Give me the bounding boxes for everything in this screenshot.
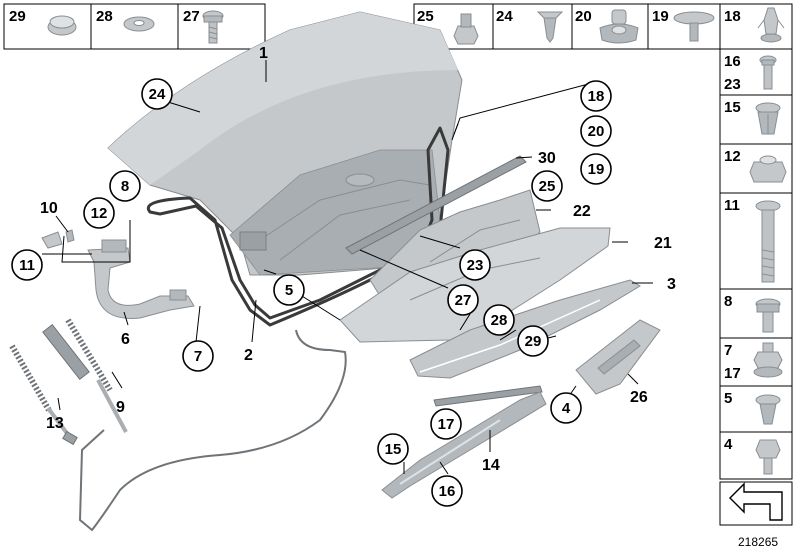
- callout-24: 24: [149, 86, 166, 103]
- callout-4: 4: [562, 400, 571, 417]
- gas-strut-right: [42, 318, 128, 433]
- callout-1: 1: [259, 45, 268, 62]
- diagram-id-text: 218265: [738, 535, 778, 549]
- screw-thumbnail: [202, 10, 224, 44]
- callout-22: 22: [573, 203, 591, 220]
- cap-plug-thumbnail: [47, 15, 77, 36]
- callout-5: 5: [285, 282, 293, 299]
- handle-strip: [381, 391, 547, 499]
- gasket-strip: [345, 155, 527, 255]
- callout-25: 25: [539, 178, 556, 195]
- callout-12: 12: [91, 205, 108, 222]
- leader-lines: [42, 60, 653, 475]
- callout-29: 29: [525, 333, 542, 350]
- strip-label-19: 19: [652, 8, 669, 25]
- washer-thumbnail: [123, 16, 155, 32]
- callout-8: 8: [121, 178, 129, 195]
- strip-label-18: 18: [724, 8, 741, 25]
- long-bolt-thumbnail: [755, 200, 781, 283]
- column-label-8: 8: [724, 293, 732, 310]
- right-column-parts: 16 23 15 12 11 8 7 17 5 4: [719, 48, 793, 549]
- trunk-seal: [146, 126, 450, 327]
- hex-nut-thumbnail: [749, 155, 787, 183]
- callout-30: 30: [538, 150, 556, 167]
- callout-14: 14: [482, 457, 500, 474]
- main-illustration: 1 2 3 6 9 10 13 14 21 22 26 30 24 18 20 …: [9, 11, 676, 532]
- callout-27: 27: [455, 292, 472, 309]
- callout-7: 7: [194, 348, 202, 365]
- strip-label-28: 28: [96, 8, 113, 25]
- flange-nut-thumbnail: [753, 342, 783, 378]
- clip-nut-thumbnail: [755, 102, 781, 135]
- callout-18: 18: [588, 88, 605, 105]
- hinge-bracket-small: [41, 229, 75, 249]
- retainer-clip-thumbnail: [757, 7, 785, 43]
- gas-strut-left: [9, 344, 78, 446]
- direction-arrow-icon: [729, 482, 783, 521]
- column-label-23: 23: [724, 76, 741, 93]
- rivet-thumbnail: [599, 9, 639, 44]
- callout-17: 17: [438, 416, 455, 433]
- column-label-5: 5: [724, 390, 732, 407]
- column-label-15: 15: [724, 99, 741, 116]
- callout-26: 26: [630, 389, 648, 406]
- trim-seal-strip: [433, 385, 543, 407]
- column-label-12: 12: [724, 148, 741, 165]
- column-label-16: 16: [724, 53, 741, 70]
- callout-3: 3: [667, 276, 676, 293]
- nut-thumbnail: [453, 13, 479, 45]
- callout-15: 15: [385, 441, 402, 458]
- strip-label-25: 25: [417, 8, 434, 25]
- plain-callouts: 1 2 3 6 9 10 13 14 21 22 26 30: [40, 45, 676, 474]
- bolt-thumbnail: [759, 55, 777, 90]
- strip-label-20: 20: [575, 8, 592, 25]
- callout-16: 16: [439, 483, 456, 500]
- expansion-clip-thumbnail: [755, 394, 781, 425]
- release-cable: [78, 329, 347, 532]
- callout-9: 9: [116, 399, 125, 416]
- column-label-7: 7: [724, 342, 732, 359]
- callout-13: 13: [46, 415, 64, 432]
- column-label-11: 11: [724, 197, 740, 214]
- callout-10: 10: [40, 200, 58, 217]
- top-right-parts-strip: 25 24 20 19 18: [413, 3, 793, 50]
- screw-short-thumbnail: [755, 298, 781, 333]
- callout-20: 20: [588, 123, 605, 140]
- callout-19: 19: [588, 161, 605, 178]
- column-label-4: 4: [724, 436, 733, 453]
- plug-thumbnail: [673, 11, 715, 42]
- outer-trim-panel: [339, 227, 611, 343]
- callout-23: 23: [467, 257, 484, 274]
- callout-6: 6: [121, 331, 130, 348]
- clip-thumbnail: [536, 11, 564, 43]
- trunk-hinge: [87, 239, 195, 319]
- flange-screw-thumbnail: [755, 439, 781, 475]
- strip-label-24: 24: [496, 8, 513, 25]
- callout-28: 28: [491, 312, 508, 329]
- license-plate-bracket: [575, 319, 661, 395]
- column-label-17: 17: [724, 365, 741, 382]
- trunk-lid: [107, 11, 463, 276]
- strip-label-27: 27: [183, 8, 200, 25]
- circled-callouts: 24 18 20 19 25 8 12 11 23 5 27 28: [11, 78, 612, 507]
- top-left-parts-strip: 29 28 27: [3, 3, 266, 50]
- callout-21: 21: [654, 235, 672, 252]
- callout-2: 2: [244, 347, 253, 364]
- callout-11: 11: [19, 257, 35, 274]
- strip-label-29: 29: [9, 8, 26, 25]
